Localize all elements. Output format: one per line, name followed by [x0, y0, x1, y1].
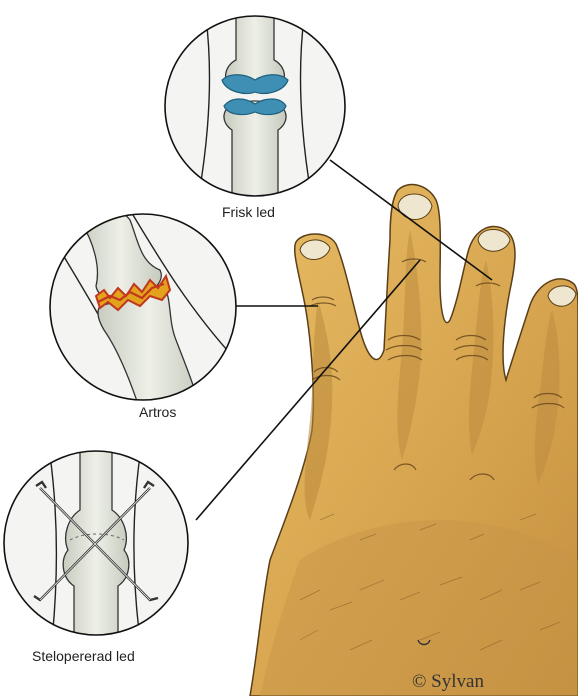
hand-drawing: [250, 185, 578, 696]
label-fused-joint: Stelopererad led: [32, 648, 135, 664]
fused-joint-inset: [4, 450, 188, 640]
healthy-joint-inset: [165, 10, 345, 200]
label-arthritis: Artros: [139, 404, 176, 420]
arthritis-joint-inset: [50, 210, 236, 410]
fingernail: [398, 194, 432, 220]
label-healthy-joint: Frisk led: [222, 204, 275, 220]
copyright-notice: © Sylvan: [412, 671, 484, 693]
